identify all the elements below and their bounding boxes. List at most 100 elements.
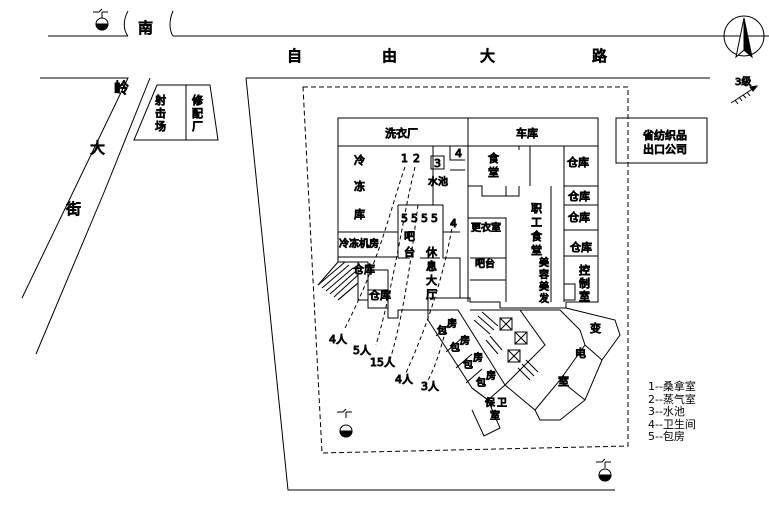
- casualty-count: 4人: [395, 373, 413, 386]
- repair-shop-building: [186, 84, 219, 141]
- cold-storage-label-2: 冻: [354, 179, 365, 193]
- shooting-range-label-3: 场: [155, 119, 166, 133]
- security-label-1: 保: [485, 396, 495, 409]
- hydrant-icon: [93, 8, 109, 31]
- shooting-range-label-1: 射: [155, 93, 166, 107]
- casualty-count: 4人: [329, 333, 347, 346]
- pool-label: 水池: [428, 175, 448, 188]
- substation-label-2: 电: [575, 347, 586, 360]
- inner-stair: [473, 311, 539, 381]
- toilet-marker: 4: [455, 147, 462, 160]
- road-label-south: 南: [138, 19, 153, 37]
- bar-label: 吧台: [475, 257, 495, 270]
- private-room-marker: 5: [411, 212, 418, 225]
- bar-label-2: 台: [404, 245, 415, 259]
- steam-marker: 2: [413, 152, 420, 165]
- casualty-count: 3人: [421, 380, 439, 393]
- exterior-stair: [317, 261, 359, 301]
- canteen-label-1: 食: [488, 151, 499, 165]
- changing-room-label: 更衣室: [471, 221, 501, 234]
- private-room-marker: 5: [421, 212, 428, 225]
- control-room-label-3: 室: [579, 289, 590, 303]
- control-room-label-2: 制: [579, 277, 590, 290]
- repair-shop-label-2: 配: [192, 107, 203, 120]
- control-room-label-1: 控: [579, 263, 590, 277]
- private-room-marker: 5: [431, 212, 438, 225]
- salon-label-3: 美: [539, 280, 549, 293]
- private-room-label: 房: [486, 369, 496, 382]
- warehouse-label: 仓库: [568, 189, 590, 203]
- private-room-label: 包: [450, 341, 460, 354]
- private-room-label: 包: [463, 358, 473, 371]
- warehouse-label: 仓库: [567, 155, 589, 169]
- road-label-daling-2: 大: [90, 139, 105, 157]
- staff-canteen-label-4: 堂: [531, 244, 542, 257]
- bar-label-1: 吧: [404, 230, 415, 243]
- private-room-label: 包: [476, 376, 486, 389]
- salon-label-2: 容: [539, 268, 549, 281]
- hydrant-icon: [596, 458, 612, 482]
- shooting-range-label-2: 击: [155, 107, 166, 120]
- legend-item: 5--包房: [648, 430, 685, 443]
- compound-boundary: [302, 86, 629, 454]
- warehouse-label: 仓库: [570, 240, 592, 254]
- road-label-ziyou-3: 大: [480, 47, 495, 65]
- substation-label-3: 室: [558, 374, 569, 388]
- canteen-label-2: 堂: [488, 166, 499, 179]
- salon-label-1: 美: [539, 256, 549, 269]
- north-arrow-icon: [723, 15, 765, 59]
- sauna-marker: 1: [401, 152, 408, 165]
- legend-item: 2--蒸气室: [648, 392, 696, 406]
- warehouse-label: 仓库: [369, 288, 391, 302]
- warehouse-label: 仓库: [568, 210, 590, 224]
- toilet-marker: 4: [450, 217, 457, 230]
- road-label-daling-1: 岭: [114, 79, 129, 97]
- escape-routes: [344, 166, 454, 386]
- road-label-ziyou-1: 自: [287, 47, 302, 65]
- cold-storage-label-1: 冷: [354, 154, 365, 167]
- legend-item: 4--卫生间: [648, 417, 696, 431]
- private-room-label: 包: [437, 324, 447, 337]
- wind-arrow-icon: [730, 85, 759, 105]
- repair-shop-label-1: 修: [192, 93, 203, 107]
- staff-canteen-label-3: 食: [531, 229, 542, 243]
- lounge-label-2: 息: [426, 259, 437, 273]
- private-room-label: 房: [460, 334, 470, 347]
- textile-company-label-2: 出口公司: [643, 142, 687, 156]
- security-label-3: 室: [490, 409, 500, 422]
- garage-label: 车库: [516, 126, 538, 140]
- road-label-daling-3: 街: [66, 200, 81, 218]
- lounge-label-1: 休: [426, 246, 437, 259]
- south-wing-walls: [427, 307, 621, 437]
- casualty-count: 5人: [353, 344, 371, 357]
- freezer-room-label: 冷冻机房: [339, 237, 379, 250]
- private-room-label: 房: [473, 351, 483, 364]
- road-label-ziyou-2: 由: [382, 47, 397, 65]
- legend: 1--桑拿室 2--蒸气室 3--水池 4--卫生间 5--包房: [648, 380, 696, 444]
- wind-scale-label: 3级: [735, 76, 751, 88]
- laundry-label: 洗衣厂: [385, 126, 418, 140]
- security-label-2: 卫: [497, 398, 507, 409]
- salon-label-4: 发: [539, 292, 549, 305]
- casualty-count: 15人: [370, 356, 395, 369]
- road-lines: [21, 10, 769, 491]
- private-room-label: 房: [447, 317, 457, 330]
- legend-item: 3--水池: [648, 405, 685, 418]
- staff-canteen-label-1: 职: [531, 202, 542, 215]
- textile-company-label-1: 省纺织品: [643, 128, 687, 142]
- textile-company-building: [615, 117, 708, 164]
- legend-item: 1--桑拿室: [648, 380, 696, 393]
- main-building-walls: [337, 117, 599, 319]
- lounge-label-3: 大: [426, 273, 437, 287]
- private-room-marker: 5: [401, 212, 408, 225]
- substation-label-1: 变: [590, 321, 601, 335]
- warehouse-label: 仓库: [353, 262, 375, 276]
- pool-marker-box: [430, 155, 445, 170]
- pool-marker: 3: [434, 157, 441, 170]
- repair-shop-label-3: 厂: [192, 120, 203, 133]
- staff-canteen-label-2: 工: [531, 216, 542, 229]
- lounge-label-4: 厅: [426, 288, 437, 301]
- hydrant-icon: [337, 408, 353, 438]
- cold-storage-label-3: 库: [354, 208, 365, 221]
